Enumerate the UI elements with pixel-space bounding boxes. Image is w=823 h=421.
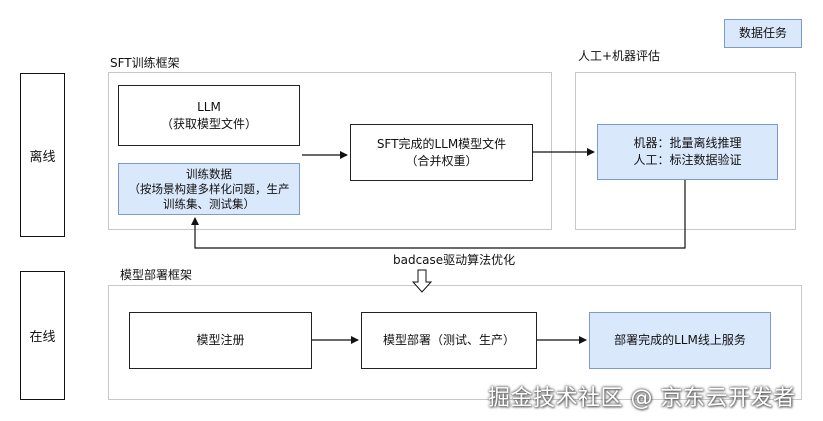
training-data-desc-2: 训练集、测试集） — [163, 196, 255, 211]
sft-frame — [108, 72, 552, 230]
eval-machine: 机器：批量离线推理 — [633, 136, 742, 150]
hollow-down-arrow — [411, 269, 433, 293]
legend-data-task-label: 数据任务 — [738, 26, 787, 40]
llm-title: LLM — [197, 99, 221, 114]
training-data-desc-1: （按场景构建多样化问题，生产 — [128, 181, 290, 196]
sft-output-title: SFT完成的LLM模型文件 — [376, 136, 507, 151]
arrow-badcase-feedback — [191, 180, 686, 249]
eval-box: 机器：批量离线推理 人工：标注数据验证 — [597, 124, 778, 180]
online-service-label: 部署完成的LLM线上服务 — [614, 333, 746, 347]
deploy-frame-title: 模型部署框架 — [120, 268, 193, 282]
watermark: 掘金技术社区 @ 京东云开发者 — [488, 386, 796, 411]
online-label-box: 在线 — [20, 271, 65, 400]
sft-frame-title: SFT训练框架 — [110, 56, 180, 70]
deploy-frame — [108, 285, 802, 400]
offline-label: 离线 — [29, 149, 56, 165]
eval-human: 人工：标注数据验证 — [633, 153, 742, 167]
model-register-label: 模型注册 — [196, 333, 245, 347]
online-service-box: 部署完成的LLM线上服务 — [589, 312, 771, 369]
llm-subtitle: （获取模型文件） — [160, 116, 257, 131]
eval-frame-title: 人工+机器评估 — [578, 49, 661, 63]
offline-label-box: 离线 — [20, 73, 65, 237]
model-register-box: 模型注册 — [129, 312, 312, 369]
training-data-box: 训练数据 （按场景构建多样化问题，生产 训练集、测试集） — [118, 163, 300, 215]
sft-output-box: SFT完成的LLM模型文件 （合并权重） — [350, 124, 533, 181]
badcase-label: badcase驱动算法优化 — [393, 253, 516, 267]
model-deploy-box: 模型部署（测试、生产） — [361, 312, 537, 369]
legend-data-task: 数据任务 — [724, 19, 802, 48]
model-deploy-label: 模型部署（测试、生产） — [382, 333, 515, 347]
llm-box: LLM （获取模型文件） — [118, 85, 300, 146]
sft-output-subtitle: （合并权重） — [405, 153, 478, 168]
online-label: 在线 — [29, 330, 56, 345]
training-data-title: 训练数据 — [186, 166, 232, 181]
